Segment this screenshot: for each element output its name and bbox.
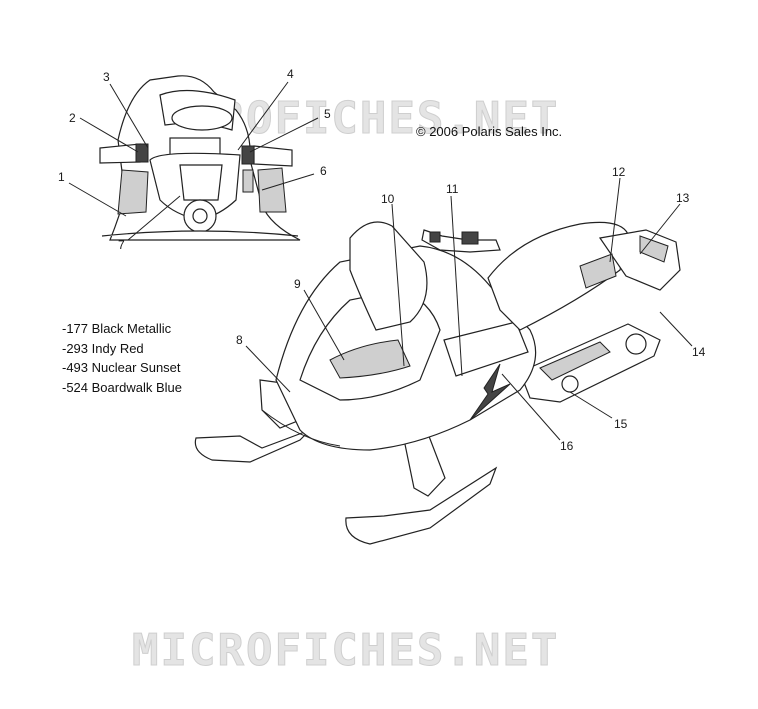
color-code-293: -293 Indy Red — [62, 340, 144, 356]
callout-9: 9 — [294, 277, 301, 291]
callout-6: 6 — [320, 164, 327, 178]
color-code-177: -177 Black Metallic — [62, 321, 172, 336]
leader-lines — [68, 81, 693, 441]
callout-3: 3 — [103, 70, 110, 84]
color-code-493: -493 Nuclear Sunset — [62, 360, 181, 375]
copyright-notice: © 2006 Polaris Sales Inc. — [416, 124, 563, 139]
callout-1: 1 — [58, 170, 65, 184]
callout-16: 16 — [560, 439, 574, 453]
dashboard-illustration — [99, 75, 301, 241]
callout-5: 5 — [324, 107, 331, 121]
callout-11: 11 — [446, 182, 459, 196]
callout-10: 10 — [381, 192, 395, 206]
color-code-524: -524 Boardwalk Blue — [62, 379, 182, 395]
callout-12: 12 — [612, 165, 626, 179]
callout-14: 14 — [692, 345, 706, 359]
callout-2: 2 — [69, 111, 76, 125]
callout-labels: 1 2 3 4 5 6 7 8 9 10 11 12 13 14 15 16 — [58, 67, 706, 453]
callout-7: 7 — [118, 238, 125, 252]
snowmobile-illustration — [194, 221, 681, 545]
callout-13: 13 — [676, 191, 690, 205]
callout-4: 4 — [287, 67, 294, 81]
color-code-legend: -177 Black Metallic -293 Indy Red -493 N… — [62, 319, 182, 397]
callout-15: 15 — [614, 417, 628, 431]
watermark-bottom: MICROFICHES.NET — [132, 625, 559, 676]
callout-8: 8 — [236, 333, 243, 347]
